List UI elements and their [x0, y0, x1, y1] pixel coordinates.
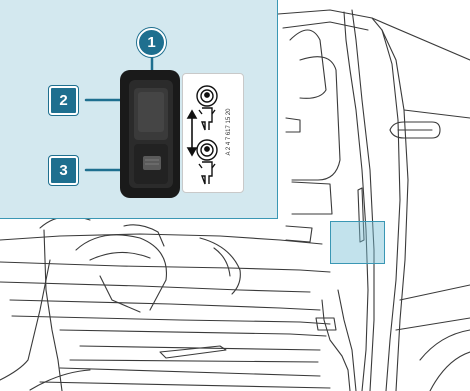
- up-down-arrow-icon: [188, 111, 196, 155]
- door-frame-lines: [322, 10, 374, 391]
- child-seat-label: [182, 73, 244, 193]
- front-seat-lines: [0, 225, 240, 391]
- door-handle: [390, 122, 440, 138]
- switch-location-highlight: [330, 221, 385, 264]
- child-seat-low-icon: [197, 140, 217, 184]
- inset-detail-panel: A 2 4 7 617 15 20 1 2 3: [0, 0, 278, 219]
- callout-3: 3: [49, 156, 78, 185]
- rear-seat-lines: [286, 30, 340, 242]
- rocker-switch[interactable]: [120, 70, 180, 198]
- step-and-floor-lines: [0, 216, 336, 388]
- callout-2: 2: [49, 86, 78, 115]
- label-part-number: A 2 4 7 617 15 20: [226, 108, 232, 155]
- child-seat-high-icon: [197, 86, 217, 130]
- callout-1: 1: [137, 28, 166, 57]
- label-icons: [183, 74, 243, 192]
- van-body-lines: [278, 10, 470, 391]
